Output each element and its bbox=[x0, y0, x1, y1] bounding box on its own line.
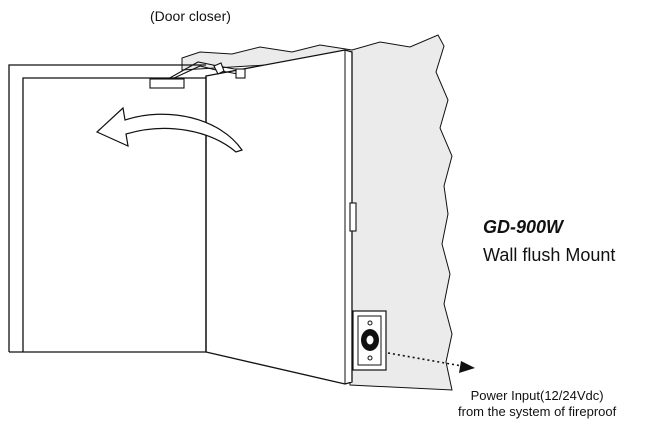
wall-flush-holder bbox=[352, 310, 387, 371]
wall-surface bbox=[181, 34, 453, 391]
door-panel bbox=[205, 49, 353, 385]
door-frame-inner bbox=[22, 77, 206, 352]
model-name-label: GD-900W bbox=[483, 217, 564, 237]
mount-type-label: Wall flush Mount bbox=[483, 245, 616, 265]
power-input-label-line2: from the system of fireproof bbox=[458, 404, 617, 419]
door-closer bbox=[149, 61, 246, 89]
power-input-arrow bbox=[459, 361, 475, 373]
door-armature-plate bbox=[349, 202, 357, 232]
power-input-label: Power Input(12/24Vdc) from the system of… bbox=[458, 388, 616, 420]
closing-direction-arrow bbox=[95, 106, 243, 153]
door-frame-outer bbox=[8, 64, 206, 352]
power-input-label-line1: Power Input(12/24Vdc) bbox=[470, 388, 604, 403]
door-closer-label: (Door closer) bbox=[150, 8, 231, 24]
